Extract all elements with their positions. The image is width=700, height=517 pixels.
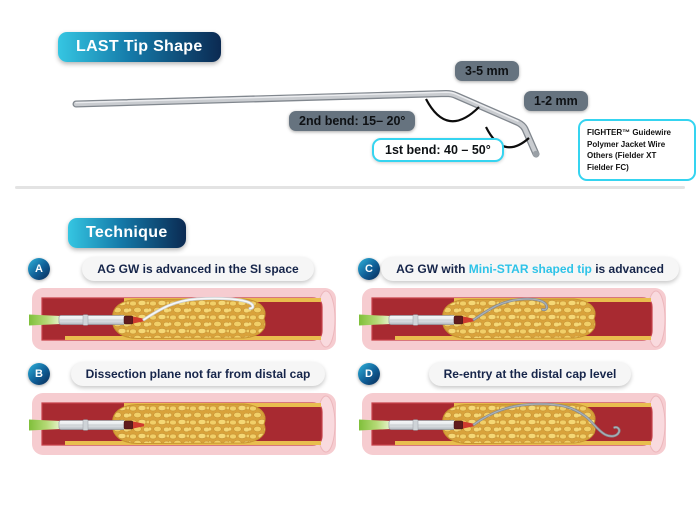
panel-d-label: Re-entry at the distal cap level [428, 362, 632, 386]
panel-c-label-post: is advanced [591, 262, 664, 276]
note-line-4: Fielder FC) [587, 162, 629, 172]
guidewire-tip-diagram [72, 90, 540, 158]
panel-c-label: AG GW with Mini-STAR shaped tip is advan… [381, 257, 679, 281]
first-bend-angle-badge: 1st bend: 40 – 50° [372, 138, 504, 162]
vessel-illustration-b [28, 392, 337, 456]
section-divider [15, 186, 685, 189]
note-line-1: FIGHTER™ Guidewire [587, 128, 672, 137]
second-bend-angle-badge: 2nd bend: 15– 20° [289, 111, 416, 131]
guidewire-tip-end [532, 150, 540, 158]
panel-a-letter-badge: A [28, 258, 50, 280]
panel-b: B Dissection plane not far from distal c… [28, 359, 346, 457]
bend-angle-arc-1st [485, 126, 530, 149]
panel-c-label-pre: AG GW with [396, 262, 469, 276]
guidewire-shape [72, 90, 540, 158]
segment-length-badge-3-5mm: 3-5 mm [455, 61, 519, 81]
vessel-illustration-c [358, 287, 667, 351]
panel-a-label: AG GW is advanced in the SI space [82, 257, 314, 281]
vessel-base-d [358, 392, 667, 456]
segment-length-badge-1-2mm: 1-2 mm [524, 91, 588, 111]
panel-b-header: B Dissection plane not far from distal c… [28, 359, 346, 389]
panel-a-header: A AG GW is advanced in the SI space [28, 254, 346, 284]
vessel-illustration-d [358, 392, 667, 456]
vessel-illustration-a [28, 287, 337, 351]
panel-b-label: Dissection plane not far from distal cap [70, 362, 326, 386]
note-line-2: Polymer Jacket Wire [587, 139, 666, 149]
panel-d-header: D Re-entry at the distal cap level [358, 359, 680, 389]
panel-b-letter-badge: B [28, 363, 50, 385]
panel-d-letter-badge: D [358, 363, 380, 385]
vessel-base-c [358, 287, 667, 351]
panel-d: D Re-entry at the distal cap level [358, 359, 680, 457]
section-title-technique: Technique [68, 218, 186, 248]
section-title-last-tip-shape: LAST Tip Shape [58, 32, 221, 62]
guidewire-note-box: FIGHTER™ Guidewire Polymer Jacket Wire O… [578, 119, 696, 182]
bend-angle-arc-2nd [425, 98, 480, 123]
note-line-3: Others (Fielder XT [587, 151, 657, 161]
panel-c-letter-badge: C [358, 258, 380, 280]
vessel-base-a [28, 287, 337, 351]
technique-panel-grid: A AG GW is advanced in the SI space C AG… [28, 254, 680, 457]
vessel-base-b [28, 392, 337, 456]
panel-c-header: C AG GW with Mini-STAR shaped tip is adv… [358, 254, 680, 284]
panel-c-label-highlight: Mini-STAR shaped tip [468, 262, 592, 276]
panel-c: C AG GW with Mini-STAR shaped tip is adv… [358, 254, 680, 352]
panel-a: A AG GW is advanced in the SI space [28, 254, 346, 352]
